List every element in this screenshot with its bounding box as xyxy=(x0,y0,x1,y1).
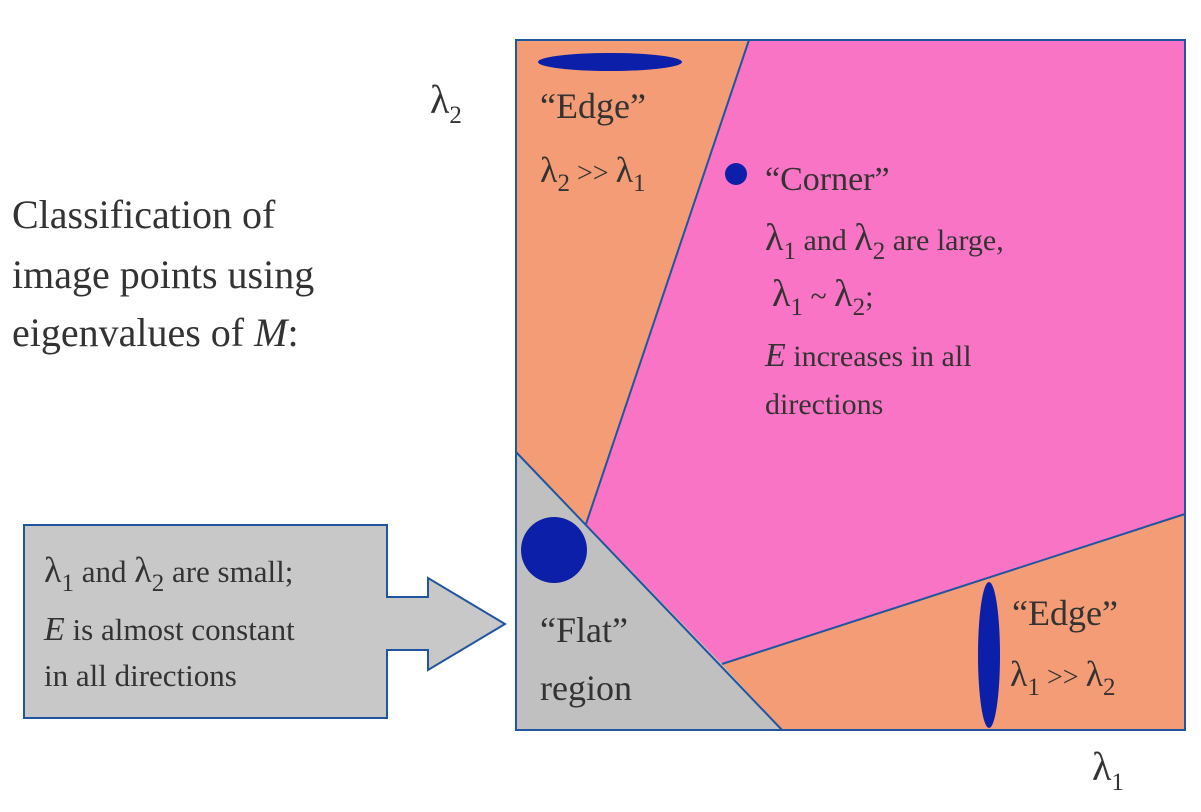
callout-line-3: in all directions xyxy=(44,658,237,693)
vertical-edge-marker xyxy=(978,582,1000,728)
corner-marker xyxy=(725,163,747,185)
corner-title: “Corner” xyxy=(765,161,890,198)
caption: Classification of image points using eig… xyxy=(12,192,314,355)
boundary-flat xyxy=(515,451,783,731)
region-boundaries xyxy=(515,39,1186,731)
callout-line-2: E is almost constant xyxy=(43,611,295,648)
flat-title: “Flat” xyxy=(540,610,628,650)
corner-line-3: E increases in all xyxy=(764,337,972,374)
edge-bottom-label: “Edge” λ1 >> λ2 xyxy=(1010,593,1118,701)
corner-line-1: λ1 and λ2 are large, xyxy=(765,217,1004,265)
callout-arrow-shape xyxy=(23,524,507,719)
edge-top-relation: λ2 >> λ1 xyxy=(540,150,646,197)
edge-bottom-relation: λ1 >> λ2 xyxy=(1010,654,1116,701)
boundary-edge-corner-top xyxy=(585,39,750,525)
edge-bottom-title: “Edge” xyxy=(1012,593,1118,633)
flat-marker xyxy=(521,517,587,583)
horizontal-edge-marker xyxy=(538,53,682,71)
boundary-edge-corner-bottom xyxy=(721,513,1186,665)
edge-top-label: “Edge” λ2 >> λ1 xyxy=(540,86,646,197)
corner-line-2: λ1 ~ λ2; xyxy=(772,273,873,321)
callout-line-1: λ1 and λ2 are small; xyxy=(44,550,293,597)
corner-line-4: directions xyxy=(765,388,883,421)
plot-area xyxy=(515,39,1186,731)
y-axis-label: λ2 xyxy=(430,77,462,129)
plot-frame xyxy=(515,39,1186,731)
caption-line-1: Classification of xyxy=(12,192,276,237)
flat-callout: λ1 and λ2 are small; E is almost constan… xyxy=(23,524,507,719)
flat-label: “Flat” region xyxy=(540,610,632,708)
caption-line-2: image points using xyxy=(12,252,314,297)
corner-region xyxy=(586,40,1185,664)
corner-label: “Corner” λ1 and λ2 are large, λ1 ~ λ2; E… xyxy=(764,161,1004,421)
flat-subtitle: region xyxy=(540,668,632,708)
x-axis-label: λ1 xyxy=(1092,744,1124,796)
caption-line-3: eigenvalues of M: xyxy=(12,310,299,355)
edge-top-title: “Edge” xyxy=(540,86,646,126)
